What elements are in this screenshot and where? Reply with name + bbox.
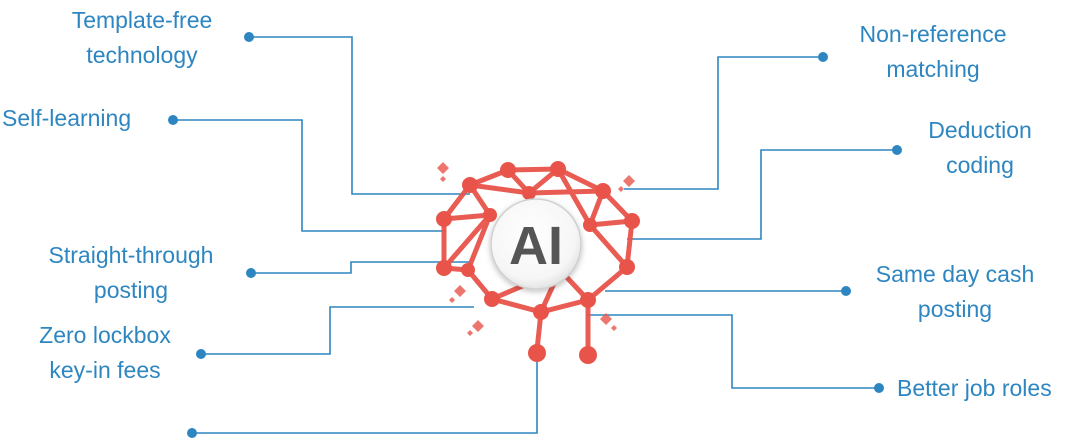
connector-better-jobs: [586, 314, 879, 389]
connector-lines: [173, 36, 897, 434]
label-line: matching: [886, 56, 980, 82]
label-better-job-roles: Better job roles: [897, 371, 1052, 406]
connector-dot: [244, 32, 254, 42]
label-line: technology: [86, 42, 198, 68]
connector-template-free: [249, 36, 470, 195]
label-line: Straight-through: [48, 242, 214, 268]
sparkle-icon: [618, 175, 635, 192]
connector-deduction: [627, 149, 897, 240]
label-template-free-technology: Template-free technology: [52, 3, 232, 73]
connector-straight-through: [251, 261, 470, 274]
connector-dot: [841, 286, 851, 296]
connector-dot: [892, 145, 902, 155]
label-line: Zero lockbox: [39, 322, 171, 348]
label-line: posting: [917, 296, 993, 322]
sparkle-icon: [467, 320, 484, 336]
connector-dot: [196, 349, 206, 359]
label-deduction-coding: Deduction coding: [905, 113, 1055, 183]
connector-dot: [168, 115, 178, 125]
sparkle-icon: [437, 162, 449, 182]
ai-label: AI: [509, 216, 563, 276]
connector-dot: [187, 428, 197, 438]
connector-bottom: [192, 345, 538, 434]
ai-badge: [490, 198, 582, 290]
label-same-day-cash-posting: Same day cash posting: [855, 257, 1055, 327]
label-line: key-in fees: [49, 357, 161, 383]
label-line: Same day cash: [875, 261, 1035, 287]
connector-zero-lockbox: [201, 306, 474, 355]
connector-dot: [818, 52, 828, 62]
sparkle-icon: [600, 313, 617, 331]
connector-dot: [874, 383, 884, 393]
label-zero-lockbox-key-in-fees: Zero lockbox key-in fees: [20, 318, 190, 388]
label-line: posting: [93, 277, 169, 303]
label-self-learning: Self-learning: [2, 101, 131, 136]
label-line: Self-learning: [2, 105, 132, 131]
label-line: Better job roles: [897, 375, 1052, 401]
label-straight-through-posting: Straight-through posting: [26, 238, 236, 308]
label-non-reference-matching: Non-reference matching: [838, 17, 1028, 87]
connector-self-learning: [173, 119, 446, 232]
connector-dot: [246, 268, 256, 278]
label-line: coding: [946, 152, 1014, 178]
label-line: Non-reference: [859, 21, 1007, 47]
connector-non-reference: [624, 56, 823, 190]
sparkle-icon: [449, 285, 466, 303]
label-line: Template-free: [71, 7, 213, 33]
label-line: Deduction: [928, 117, 1032, 143]
